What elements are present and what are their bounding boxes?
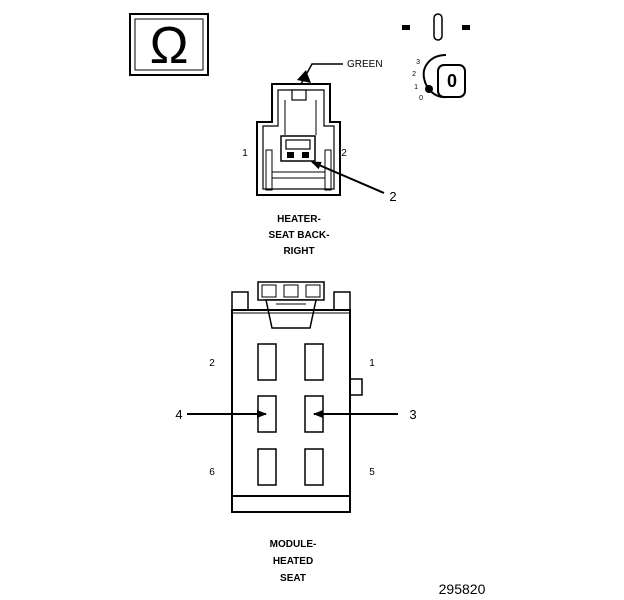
connector-name-line-3: RIGHT [283, 246, 314, 257]
ignition-pos-1: 1 [414, 84, 418, 91]
module-heated-seat-connector: 2 1 6 5 4 3 MODULE- HEATED SEAT [175, 281, 417, 584]
callout-number-left: 4 [175, 407, 182, 422]
ohm-icon: Ω [129, 13, 209, 76]
callout-number-right: 3 [409, 407, 416, 422]
ignition-slot-icon [433, 13, 443, 41]
cavity-6 [257, 448, 277, 486]
key-label: 0 [447, 71, 457, 91]
ignition-off-indicator [402, 25, 410, 30]
pin-label-1: 1 [369, 358, 375, 369]
wire-color-label: GREEN [347, 59, 383, 70]
module-name-line-1: MODULE- [270, 539, 317, 550]
key-icon [437, 64, 466, 98]
callout-arrow [311, 161, 385, 194]
ignition-pos-0: 0 [419, 95, 423, 102]
terminal-2 [302, 152, 309, 158]
pin-label-2: 2 [341, 148, 347, 159]
pin-label-1: 1 [242, 148, 248, 159]
ignition-pos-3: 3 [416, 59, 420, 66]
module-name-line-3: SEAT [280, 573, 306, 584]
ignition-pos-2: 2 [412, 71, 416, 78]
pin-label-6: 6 [209, 467, 215, 478]
connector-name-line-1: HEATER- [277, 214, 321, 225]
heater-seat-back-right-connector: GREEN 1 2 2 HEATER- SEAT BACK- RIGHT [242, 59, 396, 257]
cavity-2 [257, 343, 277, 381]
figure-number: 295820 [439, 581, 486, 597]
ohm-symbol: Ω [150, 17, 189, 75]
ignition-switch-icon: 3 2 1 0 0 [402, 13, 470, 102]
pin-label-5: 5 [369, 467, 375, 478]
cavity-5 [304, 448, 324, 486]
connector-name-line-2: SEAT BACK- [269, 230, 330, 241]
terminal-1 [287, 152, 294, 158]
callout-number: 2 [389, 189, 396, 204]
ignition-on-indicator [462, 25, 470, 30]
cavity-1 [304, 343, 324, 381]
pin-label-2: 2 [209, 358, 215, 369]
module-name-line-2: HEATED [273, 556, 313, 567]
